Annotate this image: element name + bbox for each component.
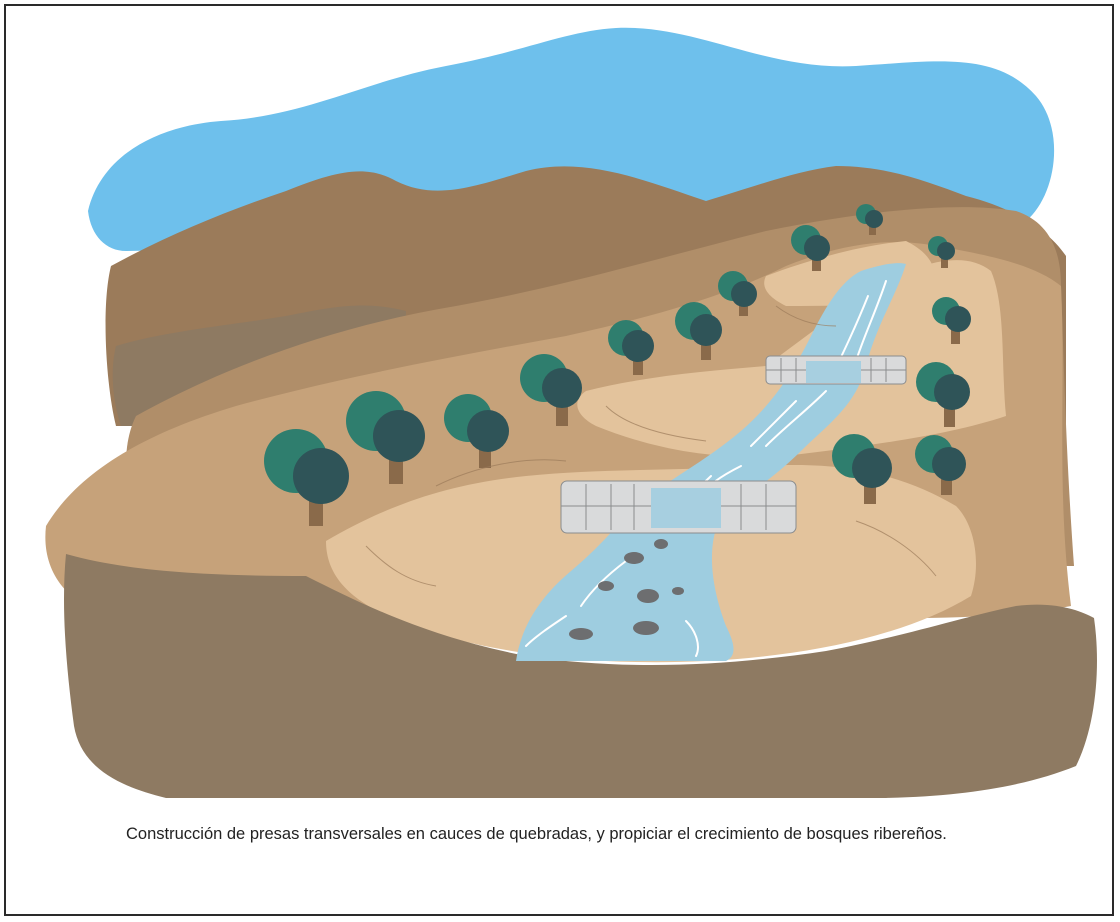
- terrace-lines: [365, 305, 937, 587]
- tree: [520, 354, 582, 426]
- tree: [832, 434, 892, 504]
- riparian-trees: [264, 204, 971, 526]
- tree: [928, 236, 955, 268]
- tree: [856, 204, 883, 235]
- upper-check-dam: [765, 355, 907, 385]
- tree: [346, 391, 425, 484]
- tree: [608, 320, 654, 375]
- tree: [915, 435, 966, 495]
- caption: Construcción de presas transversales en …: [126, 825, 947, 843]
- tree: [444, 394, 509, 468]
- tree: [264, 429, 349, 526]
- landscape-illustration: [45, 27, 1097, 798]
- tree: [916, 362, 970, 427]
- foreground: [63, 554, 1097, 798]
- tree: [791, 225, 830, 271]
- tree: [718, 271, 757, 316]
- tree: [675, 302, 722, 360]
- river-lines: [525, 280, 887, 657]
- river-stones: [569, 539, 684, 640]
- lower-check-dam: [560, 480, 797, 534]
- tree: [932, 297, 971, 344]
- illustration-frame: Construcción de presas transversales en …: [4, 4, 1114, 916]
